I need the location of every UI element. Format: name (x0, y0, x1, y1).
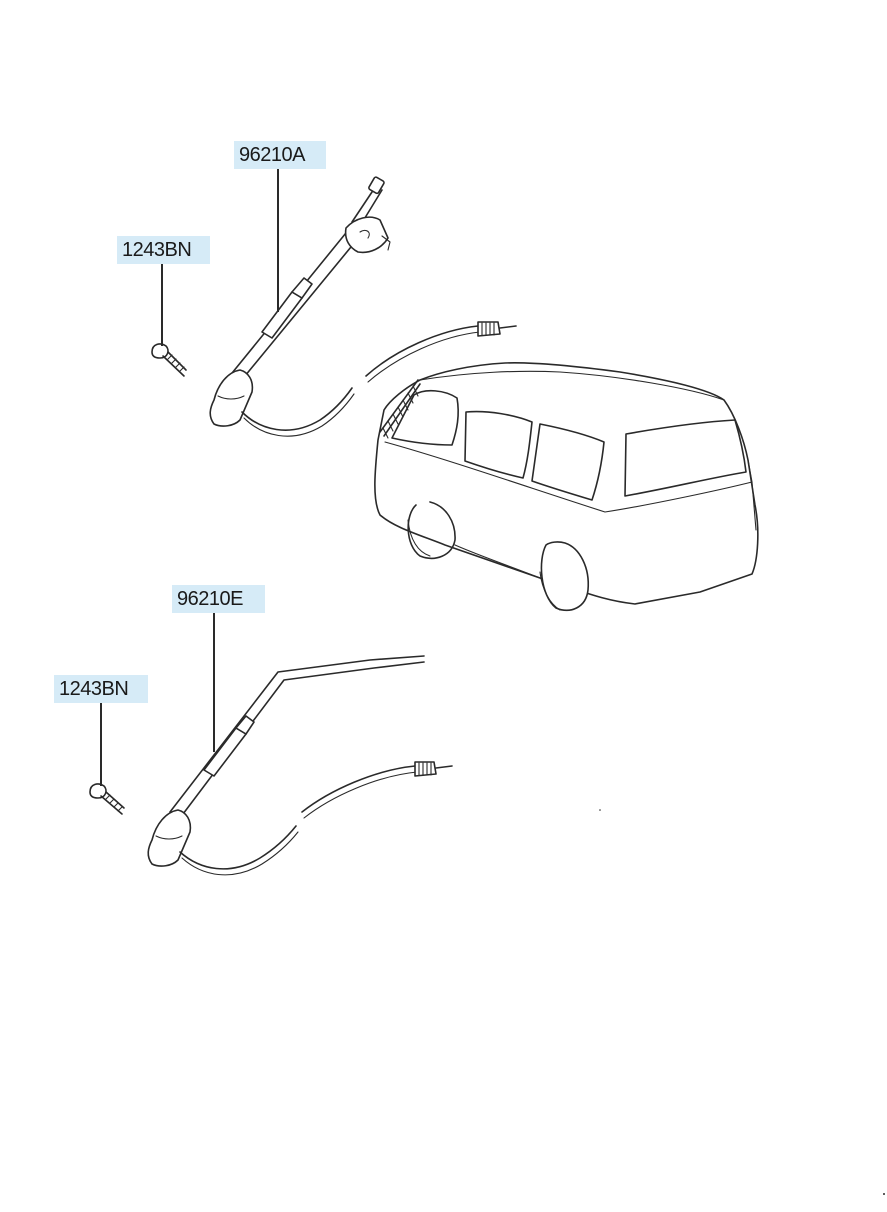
part-callout-1243bn-top[interactable]: 1243BN (117, 236, 210, 264)
van-illustration (374, 362, 759, 612)
part-callout-96210a[interactable]: 96210A (234, 141, 326, 169)
antenna-assembly-96210e[interactable] (147, 655, 453, 876)
rear-wheel (539, 541, 590, 612)
antenna-assembly-96210a[interactable] (209, 176, 517, 437)
windshield-antenna-hatch (379, 379, 421, 439)
screw-icon[interactable] (151, 343, 187, 377)
front-wheel (407, 501, 456, 560)
screw-icon[interactable] (89, 783, 125, 815)
part-callout-1243bn-bottom[interactable]: 1243BN (54, 675, 148, 703)
part-callout-96210e[interactable]: 96210E (172, 585, 265, 613)
